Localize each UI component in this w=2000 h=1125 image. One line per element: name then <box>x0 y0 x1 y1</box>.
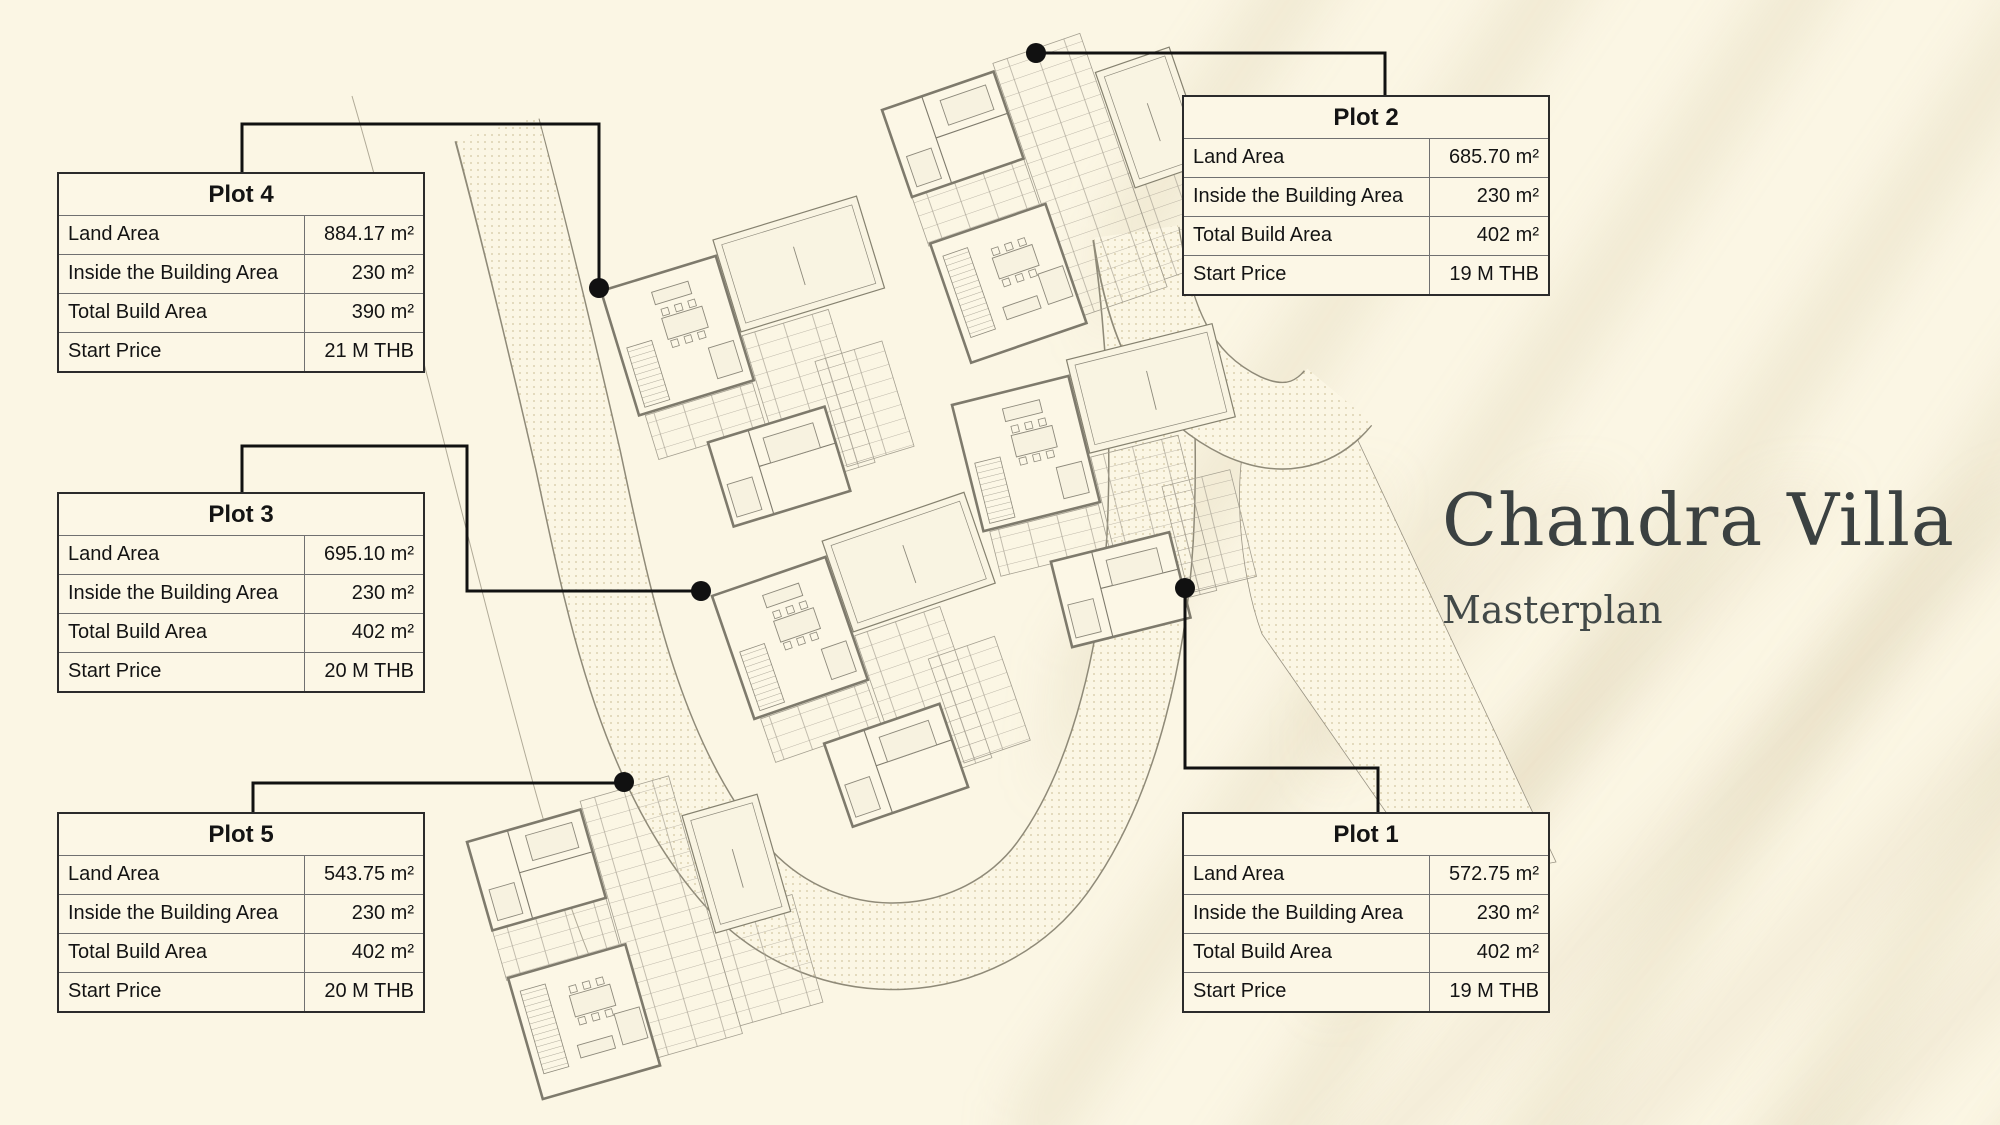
row-value: 19 M THB <box>1449 263 1539 285</box>
row-value: 402 m² <box>1476 224 1539 246</box>
table-row: Land Area 884.17 m² <box>59 216 423 255</box>
callout-dot-plot3 <box>691 581 711 601</box>
row-value: 402 m² <box>351 941 414 963</box>
table-row: Inside the Building Area 230 m² <box>1184 895 1548 934</box>
table-row: Start Price 21 M THB <box>59 333 423 371</box>
callout-dot-plot4 <box>589 278 609 298</box>
row-value: 884.17 m² <box>323 223 414 245</box>
callout-dot-plot5 <box>614 772 634 792</box>
table-row: Inside the Building Area 230 m² <box>59 255 423 294</box>
table-row: Start Price 20 M THB <box>59 973 423 1011</box>
plot-table-plot4: Plot 4 Land Area 884.17 m² Inside the Bu… <box>57 172 425 373</box>
row-value: 685.70 m² <box>1448 146 1539 168</box>
row-value: 19 M THB <box>1449 980 1539 1002</box>
row-label: Total Build Area <box>59 614 305 652</box>
row-value: 230 m² <box>351 582 414 604</box>
row-label: Inside the Building Area <box>1184 895 1430 933</box>
row-value: 572.75 m² <box>1448 863 1539 885</box>
row-value: 21 M THB <box>324 340 414 362</box>
table-row: Total Build Area 402 m² <box>1184 217 1548 256</box>
table-row: Total Build Area 390 m² <box>59 294 423 333</box>
table-row: Start Price 20 M THB <box>59 653 423 691</box>
row-label: Inside the Building Area <box>59 895 305 933</box>
row-value: 20 M THB <box>324 980 414 1002</box>
row-value: 543.75 m² <box>323 863 414 885</box>
plot-table-plot3: Plot 3 Land Area 695.10 m² Inside the Bu… <box>57 492 425 693</box>
plot-title: Plot 1 <box>1184 814 1548 856</box>
plot-table-plot2: Plot 2 Land Area 685.70 m² Inside the Bu… <box>1182 95 1550 296</box>
callout-dot-plot1 <box>1175 578 1195 598</box>
villa-plan-plot4 <box>595 194 940 545</box>
row-label: Land Area <box>1184 139 1430 177</box>
row-value: 390 m² <box>351 301 414 323</box>
row-label: Land Area <box>1184 856 1430 894</box>
table-row: Total Build Area 402 m² <box>1184 934 1548 973</box>
row-value: 402 m² <box>351 621 414 643</box>
callout-line-plot2 <box>1037 51 1387 95</box>
brand-block: Chandra Villa Masterplan <box>1442 478 1955 632</box>
row-label: Start Price <box>59 333 305 371</box>
callout-line-plot1 <box>1183 589 1380 812</box>
table-row: Start Price 19 M THB <box>1184 973 1548 1011</box>
row-label: Start Price <box>59 973 305 1011</box>
row-label: Total Build Area <box>59 934 305 972</box>
row-value: 230 m² <box>1476 902 1539 924</box>
row-value: 402 m² <box>1476 941 1539 963</box>
table-row: Land Area 695.10 m² <box>59 536 423 575</box>
table-row: Land Area 572.75 m² <box>1184 856 1548 895</box>
row-value: 230 m² <box>351 262 414 284</box>
row-label: Inside the Building Area <box>1184 178 1430 216</box>
plot-title: Plot 4 <box>59 174 423 216</box>
plot-title: Plot 3 <box>59 494 423 536</box>
villa-plan-plot5 <box>463 750 829 1101</box>
row-label: Land Area <box>59 536 305 574</box>
table-row: Land Area 543.75 m² <box>59 856 423 895</box>
row-label: Land Area <box>59 856 305 894</box>
row-label: Total Build Area <box>1184 217 1430 255</box>
table-row: Inside the Building Area 230 m² <box>59 575 423 614</box>
callout-line-plot5 <box>251 781 623 812</box>
row-label: Land Area <box>59 216 305 254</box>
row-label: Inside the Building Area <box>59 575 305 613</box>
callout-line-plot4 <box>240 122 601 288</box>
row-value: 230 m² <box>1476 185 1539 207</box>
plot-title: Plot 5 <box>59 814 423 856</box>
table-row: Inside the Building Area 230 m² <box>59 895 423 934</box>
row-label: Inside the Building Area <box>59 255 305 293</box>
row-label: Total Build Area <box>1184 934 1430 972</box>
row-label: Start Price <box>1184 973 1430 1011</box>
callout-connectors <box>240 51 1387 812</box>
table-row: Total Build Area 402 m² <box>59 934 423 973</box>
table-row: Total Build Area 402 m² <box>59 614 423 653</box>
project-title: Chandra Villa <box>1442 478 1955 562</box>
callout-dot-plot2 <box>1026 43 1046 63</box>
callout-dots <box>589 43 1195 792</box>
page-subtitle: Masterplan <box>1442 588 1663 632</box>
table-row: Start Price 19 M THB <box>1184 256 1548 294</box>
row-label: Start Price <box>59 653 305 691</box>
plot-table-plot5: Plot 5 Land Area 543.75 m² Inside the Bu… <box>57 812 425 1013</box>
table-row: Inside the Building Area 230 m² <box>1184 178 1548 217</box>
plot-table-plot1: Plot 1 Land Area 572.75 m² Inside the Bu… <box>1182 812 1550 1013</box>
row-value: 20 M THB <box>324 660 414 682</box>
row-value: 230 m² <box>351 902 414 924</box>
callout-line-plot3 <box>240 444 700 593</box>
table-row: Land Area 685.70 m² <box>1184 139 1548 178</box>
row-label: Start Price <box>1184 256 1430 294</box>
plot-title: Plot 2 <box>1184 97 1548 139</box>
row-label: Total Build Area <box>59 294 305 332</box>
row-value: 695.10 m² <box>323 543 414 565</box>
